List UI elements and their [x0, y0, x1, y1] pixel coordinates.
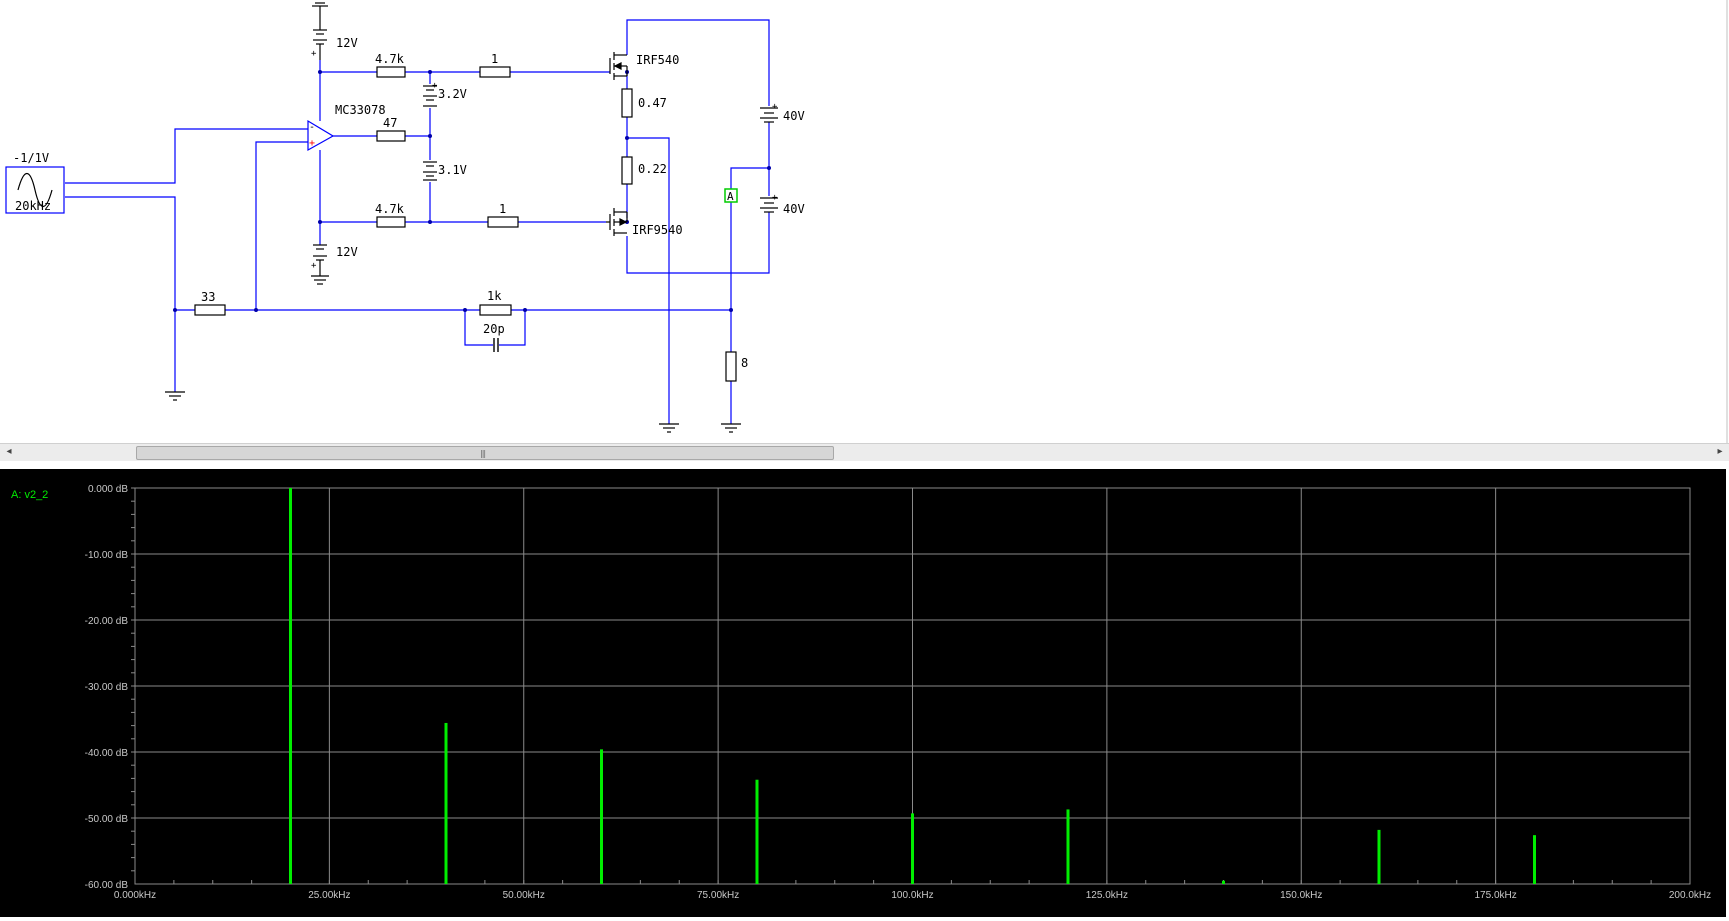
y-tick-label: -30.00 dB — [85, 682, 129, 693]
rail-top-label: 40V — [783, 109, 805, 123]
battery-opamp-bottom[interactable] — [311, 244, 329, 285]
resistor-r-src-bottom[interactable] — [621, 156, 633, 185]
resistor-r-gate-top-label: 1 — [491, 52, 498, 66]
x-tick-label: 75.00kHz — [697, 890, 739, 901]
battery-plus-sign: + — [772, 193, 778, 203]
x-tick-label: 175.0kHz — [1475, 890, 1517, 901]
trace-legend-label: A: v2_2 — [11, 489, 48, 501]
spectrum-bar — [1066, 809, 1070, 884]
battery-plus-sign: + — [772, 102, 778, 112]
resistor-r-load-label: 8 — [741, 356, 748, 370]
battery-bias-top[interactable] — [423, 85, 437, 107]
schematic-horizontal-scrollbar[interactable]: ◂ ||| ▸ — [0, 443, 1729, 462]
rail-bottom-label: 40V — [783, 202, 805, 216]
resistor-r-gate-bottom[interactable] — [487, 216, 519, 228]
opamp-minus-label: - — [309, 122, 315, 133]
mosfet-top[interactable] — [609, 52, 628, 80]
y-tick-label: -20.00 dB — [85, 616, 129, 627]
spectrum-bar — [911, 813, 914, 884]
ground-icon — [721, 423, 741, 433]
ground-icon — [659, 423, 679, 433]
x-tick-label: 200.0kHz — [1669, 890, 1711, 901]
schematic-canvas[interactable]: -1/1V 20kHz MC33078 - + + 12V + 12V + 3.… — [0, 0, 1729, 446]
probe-label: A — [727, 190, 734, 203]
spectrum-bar — [444, 722, 448, 884]
battery-bias-bottom[interactable] — [423, 161, 437, 181]
battery-rail-top[interactable] — [760, 107, 778, 123]
resistor-r-mid[interactable] — [376, 130, 406, 142]
ground-icon — [165, 391, 185, 401]
spectrum-bar — [289, 488, 292, 884]
scroll-right-arrow-icon[interactable]: ▸ — [1717, 446, 1723, 457]
bias-bottom-label: 3.1V — [438, 163, 467, 177]
supply-neg-label: 12V — [336, 245, 358, 259]
spectrum-bar — [1377, 829, 1381, 884]
battery-plus-sign: + — [311, 261, 317, 271]
scrollbar-thumb[interactable]: ||| — [136, 446, 834, 460]
mosfet-bottom-label: IRF9540 — [632, 223, 683, 237]
opamp-plus-label: + — [309, 138, 315, 149]
y-tick-label: -40.00 dB — [85, 748, 129, 759]
resistor-r-top[interactable] — [376, 66, 406, 78]
resistor-r-feedback-label: 1k — [487, 289, 502, 303]
resistor-r-bottom-label: 4.7k — [375, 202, 405, 216]
resistor-r-input-label: 33 — [201, 290, 215, 304]
ac-source[interactable] — [5, 166, 65, 214]
resistor-r-mid-label: 47 — [383, 116, 397, 130]
x-axis-tick-labels: 0.000kHz 25.00kHz 50.00kHz 75.00kHz 100.0kHz… — [114, 890, 1711, 901]
resistor-r-gate-bottom-label: 1 — [499, 202, 506, 216]
x-tick-label: 150.0kHz — [1280, 890, 1322, 901]
resistor-r-src-top[interactable] — [621, 88, 633, 118]
resistor-r-gate-top[interactable] — [479, 66, 511, 78]
wires — [65, 19, 770, 424]
resistor-r-load[interactable] — [725, 351, 737, 382]
circuit-diagram: -1/1V 20kHz MC33078 - + + 12V + 12V + 3.… — [5, 0, 1728, 443]
battery-plus-sign: + — [432, 81, 438, 91]
scroll-left-arrow-icon[interactable]: ◂ — [6, 446, 12, 457]
panel-edge — [1726, 469, 1729, 917]
junctions — [173, 70, 771, 312]
battery-rail-bottom[interactable] — [760, 197, 778, 213]
probe-marker[interactable] — [724, 188, 738, 203]
sine-wave-icon — [17, 172, 53, 208]
spectrum-bar — [755, 779, 759, 884]
source-frequency-label: 20kHz — [15, 199, 51, 213]
x-tick-label: 50.00kHz — [503, 890, 545, 901]
y-tick-label: -50.00 dB — [85, 814, 129, 825]
supply-pos-label: 12V — [336, 36, 358, 50]
bias-top-label: 3.2V — [438, 87, 467, 101]
resistor-r-feedback[interactable] — [479, 304, 512, 316]
x-tick-label: 100.0kHz — [891, 890, 933, 901]
mosfet-bottom[interactable] — [606, 208, 628, 236]
spectrum-bar — [1222, 880, 1225, 884]
capacitor-symbol[interactable] — [493, 338, 499, 352]
y-tick-label: -10.00 dB — [85, 550, 129, 561]
resistor-r-top-label: 4.7k — [375, 52, 405, 66]
resistor-r-src-top-label: 0.47 — [638, 96, 667, 110]
opamp-name-label: MC33078 — [335, 103, 386, 117]
spectrum-chart: A: v2_2 0.000 dB -10.00 dB -20.00 dB -30.00… — [11, 484, 1711, 901]
mosfet-top-label: IRF540 — [636, 53, 679, 67]
battery-opamp-top[interactable] — [312, 2, 328, 60]
y-axis-tick-labels: 0.000 dB -10.00 dB -20.00 dB -30.00 dB -40.0… — [85, 484, 129, 891]
spectrum-bars — [289, 488, 1536, 884]
y-tick-label: -60.00 dB — [85, 880, 129, 891]
opamp-symbol[interactable] — [307, 119, 335, 152]
y-tick-label: 0.000 dB — [88, 484, 128, 495]
spectrum-bar — [1533, 835, 1536, 884]
x-tick-label: 125.0kHz — [1086, 890, 1128, 901]
source-amplitude-label: -1/1V — [13, 151, 49, 165]
resistor-r-input[interactable] — [194, 304, 226, 316]
resistor-r-bottom[interactable] — [376, 216, 406, 228]
capacitor-label: 20p — [483, 322, 505, 336]
spectrum-analyzer-panel: A: v2_2 0.000 dB -10.00 dB -20.00 dB -30.00… — [0, 469, 1729, 917]
x-tick-label: 0.000kHz — [114, 890, 156, 901]
scrollbar-grip-icon: ||| — [480, 449, 486, 458]
pane-divider[interactable] — [0, 461, 1729, 469]
resistor-r-src-bottom-label: 0.22 — [638, 162, 667, 176]
x-tick-label: 25.00kHz — [308, 890, 350, 901]
battery-plus-sign: + — [311, 49, 317, 59]
spectrum-bar — [600, 749, 603, 884]
